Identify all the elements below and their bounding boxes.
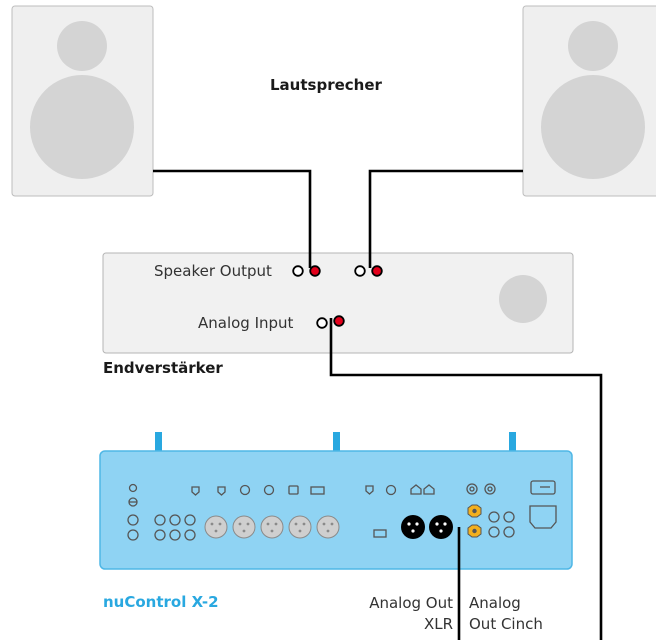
cable-right-speaker (368, 169, 523, 268)
device-name: nuControl X-2 (103, 593, 219, 611)
cable-amp-input (329, 318, 603, 640)
analog-out-xlr-line2: XLR (423, 615, 453, 633)
analog-out-cinch-line2: Out Cinch (469, 615, 543, 633)
speakers-label: Lautsprecher (270, 76, 382, 94)
speaker-output-terminal-3 (354, 265, 366, 277)
amplifier-title: Endverstärker (103, 359, 223, 377)
speaker-output-terminal-2 (309, 265, 321, 277)
analog-out-cinch-line1: Analog (469, 594, 521, 612)
amplifier-knob (499, 275, 547, 323)
amp-terminals (292, 265, 383, 329)
analog-out-cinch-label: Analog Out Cinch (469, 593, 543, 635)
right-speaker-tweeter (568, 21, 618, 71)
left-speaker-tweeter (57, 21, 107, 71)
cinch-outputs (467, 504, 482, 538)
speaker-output-terminal-4 (371, 265, 383, 277)
xlr-input-pins (210, 522, 334, 533)
right-speaker (522, 5, 656, 197)
right-speaker-woofer (541, 75, 645, 179)
xlr-outputs (401, 515, 453, 539)
xlr-inputs (204, 515, 340, 539)
left-speaker (11, 5, 154, 197)
left-speaker-woofer (30, 75, 134, 179)
analog-out-xlr-line1: Analog Out (369, 594, 453, 612)
cables (153, 169, 603, 640)
speaker-output-terminal-1 (292, 265, 304, 277)
speaker-output-label: Speaker Output (154, 262, 272, 280)
analog-input-terminal-2 (333, 315, 345, 327)
cable-left-speaker (153, 169, 312, 268)
rear-panel-connectors (127, 480, 557, 541)
amplifier (102, 252, 574, 354)
nucontrol-device (99, 432, 573, 570)
analog-out-xlr-label: Analog Out XLR (369, 593, 453, 635)
analog-input-label: Analog Input (198, 314, 294, 332)
analog-input-terminal-1 (316, 317, 328, 329)
